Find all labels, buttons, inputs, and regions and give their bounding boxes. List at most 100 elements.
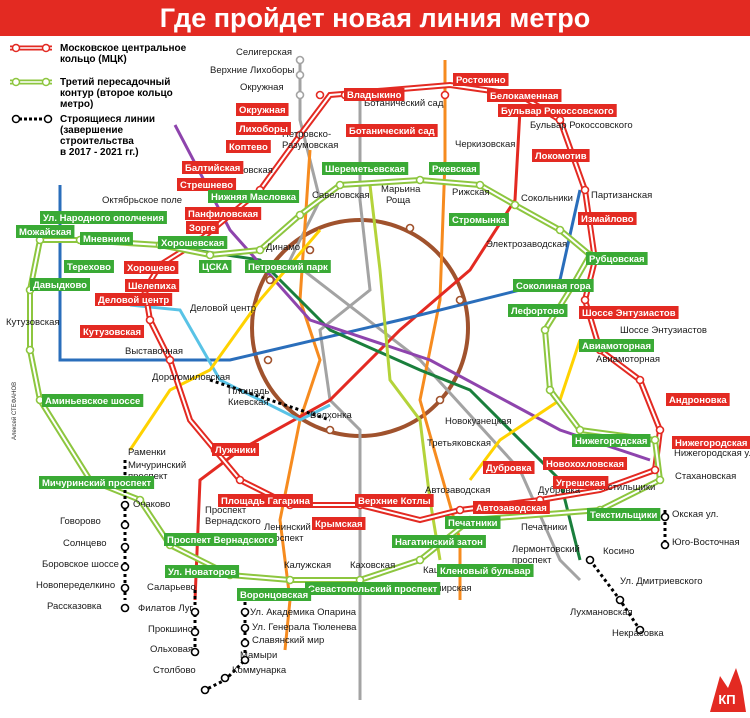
- station-label: Нижегородская ул.: [674, 448, 750, 459]
- station-box: Соколиная гора: [513, 279, 594, 292]
- station-label: Бульвар Рокоссовского: [530, 120, 633, 131]
- station-box: Хорошево: [124, 261, 179, 274]
- station-box: Текстильщики: [587, 508, 661, 521]
- legend-symbols: [10, 43, 53, 124]
- station-box: Шелепиха: [125, 279, 180, 292]
- station-box-label: Мичуринский проспект: [42, 478, 151, 489]
- station-label: Коммунарка: [232, 665, 287, 676]
- author-credit: Алексей СТЕФАНОВ: [12, 381, 18, 440]
- station-box-label: Измайлово: [581, 214, 634, 225]
- construction-kommunarka: [204, 590, 247, 692]
- station-box-label: Ботанический сад: [349, 126, 435, 137]
- station-box: Стромынка: [449, 213, 509, 226]
- station-dot: [455, 295, 465, 305]
- station-label: Мичуринский: [128, 460, 186, 471]
- station-box-label: Аминьевское шоссе: [45, 396, 140, 407]
- kalininskaya-solntsevskaya-line: [128, 229, 322, 451]
- station-box: Шоссе Энтузиастов: [579, 306, 679, 319]
- station-dot: [295, 90, 305, 100]
- station-label: Ул. Дмитриевского: [620, 576, 703, 587]
- station-label: Динамо: [266, 242, 300, 253]
- station-label: Стахановская: [675, 471, 736, 482]
- station-box: Ботанический сад: [346, 124, 438, 137]
- station-box: Хорошевская: [158, 236, 228, 249]
- station-dot: [335, 180, 345, 190]
- station-box: Печатники: [445, 516, 501, 529]
- station-box-label: Петровский парк: [248, 262, 328, 273]
- station-box: Белокаменная: [487, 89, 562, 102]
- station-label: Лухмановская: [570, 607, 633, 618]
- station-dot: [635, 375, 645, 385]
- station-label: Третьяковская: [427, 438, 491, 449]
- station-dot: [263, 355, 273, 365]
- station-dot: [165, 355, 175, 365]
- station-label: Кутузовская: [6, 317, 60, 328]
- station-label: Вернадского: [205, 516, 261, 527]
- station-box-label: Текстильщики: [590, 510, 658, 521]
- station-label: Черкизовская: [455, 139, 515, 150]
- station-dot: [615, 595, 625, 605]
- station-label: Каширская: [423, 583, 472, 594]
- station-dot: [440, 90, 450, 100]
- station-dot: [510, 200, 520, 210]
- station-dot: [585, 555, 595, 565]
- station-label: Марьина: [381, 184, 421, 195]
- station-label: Лермонтовский: [512, 544, 580, 555]
- station-box-label: Терехово: [67, 262, 111, 273]
- grey-line-south: [318, 90, 372, 700]
- station-label: Ул. Генерала Тюленева: [252, 622, 357, 633]
- station-label: Саларьево: [147, 582, 196, 593]
- station-box: Аминьевское шоссе: [42, 394, 144, 407]
- station-box-label: Шелепиха: [128, 281, 177, 292]
- station-label: Ольховая: [150, 644, 193, 655]
- station-dot: [120, 562, 130, 572]
- kp-logo: КП: [710, 668, 746, 712]
- station-label: Дубровка: [538, 485, 581, 496]
- station-label: Разумовская: [282, 140, 338, 151]
- station-label: Роща: [386, 195, 411, 206]
- station-label: Рижская: [452, 187, 490, 198]
- station-box-label: Стрешнево: [180, 180, 233, 191]
- station-boxes: ВладыкиноОкружнаяЛихоборыКоптевоБалтийск…: [16, 73, 750, 601]
- station-box: Нижняя Масловка: [208, 190, 300, 203]
- kalininskaya-line: [468, 339, 582, 481]
- station-box-label: Севастопольский проспект: [308, 584, 438, 595]
- legend-tpk-symbol: [10, 77, 52, 87]
- station-box: Лужники: [212, 443, 259, 456]
- station-box-label: Лихоборы: [239, 124, 288, 135]
- station-box: Нижегородская: [572, 434, 651, 447]
- station-box: Лефортово: [508, 304, 568, 317]
- station-box-label: Кленовый бульвар: [440, 566, 531, 577]
- station-label: Деловой центр: [190, 303, 256, 314]
- station-box: Давыдково: [30, 278, 90, 291]
- station-dot: [25, 345, 35, 355]
- station-box: ЦСКА: [199, 260, 232, 273]
- station-dot: [205, 250, 215, 260]
- logo-text: КП: [718, 692, 735, 707]
- station-box: Зорге: [186, 221, 219, 234]
- station-box: Панфиловская: [185, 207, 262, 220]
- station-box-label: Кутузовская: [83, 327, 141, 338]
- station-label: Петровско-: [282, 129, 331, 140]
- station-dot: [455, 505, 465, 515]
- station-box-label: Владыкино: [347, 90, 402, 101]
- station-dot: [285, 575, 295, 585]
- station-label: Площадь: [228, 386, 269, 397]
- station-box: Окружная: [236, 103, 289, 116]
- station-label: Новокузнецкая: [445, 416, 512, 427]
- station-dot: [650, 465, 660, 475]
- station-dot: [315, 90, 325, 100]
- sokolnicheskaya-line: [193, 109, 522, 601]
- station-box: Нижегородская: [672, 436, 750, 449]
- legend-mck-symbol: [10, 43, 52, 53]
- station-box-label: Панфиловская: [188, 209, 258, 220]
- station-box-label: Авиамоторная: [582, 341, 651, 352]
- station-box-label: Бульвар Рокоссовского: [501, 106, 614, 117]
- station-box: Рубцовская: [586, 252, 648, 265]
- station-label: Солнцево: [63, 538, 107, 549]
- station-box-label: Ул. Новаторов: [168, 567, 236, 578]
- station-dot: [120, 542, 130, 552]
